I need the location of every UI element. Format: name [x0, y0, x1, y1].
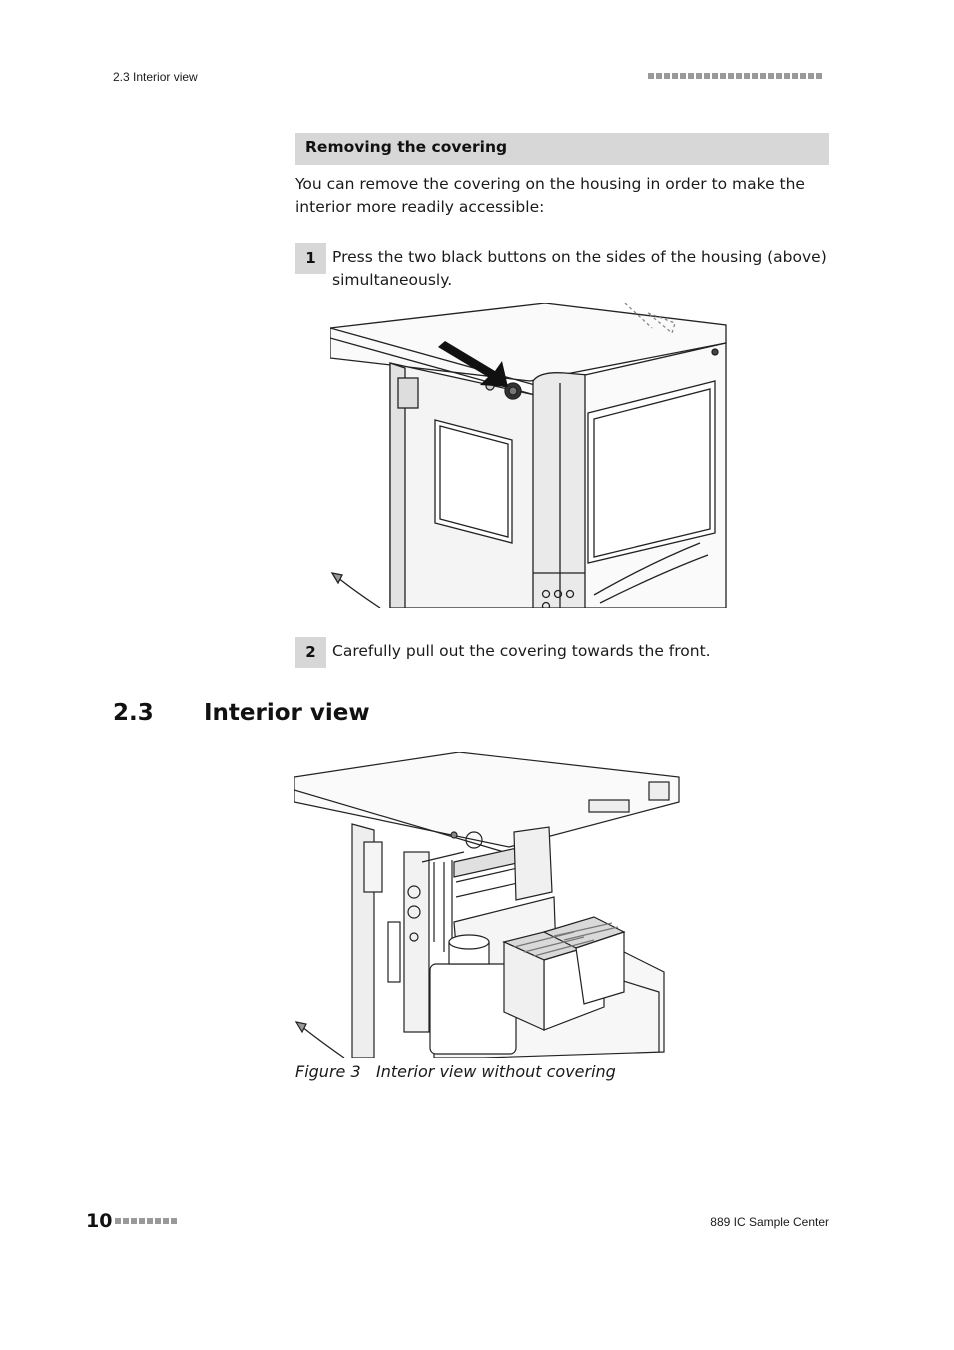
- page-number: 10: [86, 1210, 113, 1232]
- step-1-number: 1: [295, 243, 326, 274]
- section-number: 2.3: [113, 700, 154, 726]
- running-header-section: 2.3 Interior view: [113, 70, 198, 84]
- interior-view-illustration: [294, 752, 680, 1058]
- figure-caption: Interior view without covering: [376, 1062, 616, 1081]
- step-1-text: Press the two black buttons on the sides…: [332, 248, 827, 289]
- housing-buttons-illustration: [330, 303, 727, 608]
- figure-label: Figure 3: [295, 1062, 361, 1081]
- header-decoration-dashes: [648, 73, 822, 79]
- section-title: Interior view: [204, 700, 370, 726]
- intro-paragraph: You can remove the covering on the housi…: [295, 175, 805, 216]
- subsection-title: Removing the covering: [305, 138, 508, 156]
- step-2-text: Carefully pull out the covering towards …: [332, 642, 711, 660]
- subsection-title-bar: [295, 133, 829, 165]
- step-2-number: 2: [295, 637, 326, 668]
- footer-decoration-dashes: [115, 1218, 177, 1224]
- footer-product-name: 889 IC Sample Center: [710, 1215, 829, 1229]
